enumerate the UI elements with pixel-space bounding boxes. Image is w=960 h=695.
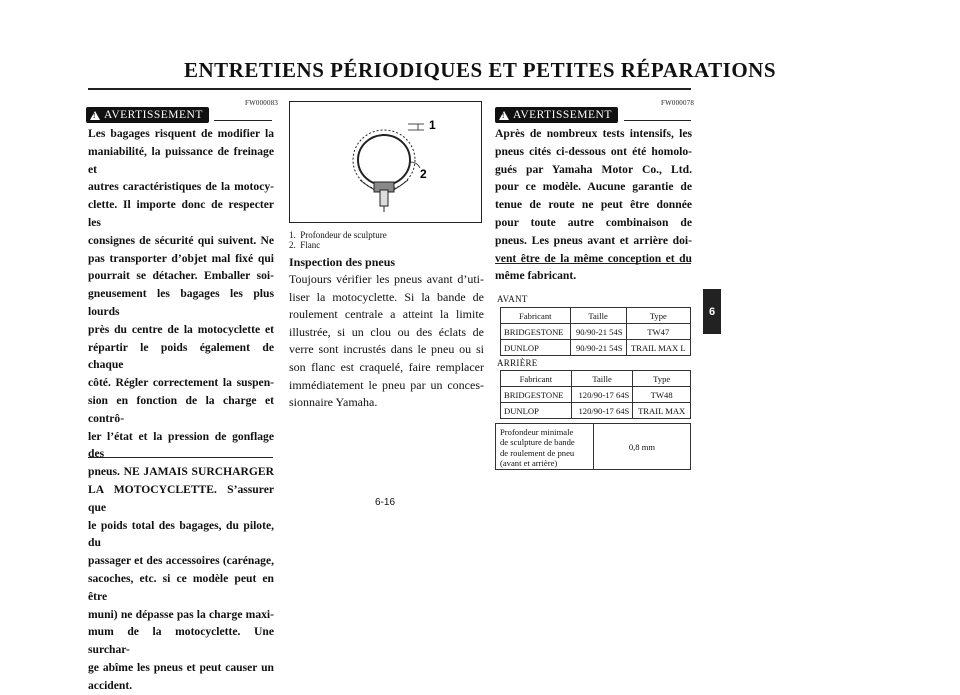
left-warning-line: pneus. NE JAMAIS SURCHARGER — [88, 465, 274, 479]
figure-caption-1: 1. Profondeur de sculpture — [289, 230, 387, 240]
left-warning-line: consignes de sécurité qui suivent. Ne — [88, 233, 274, 247]
table-row: BRIDGESTONE 90/90-21 54S TW47 — [500, 323, 692, 340]
left-warning-line: près du centre de la motocyclette et — [88, 322, 274, 336]
table-cell: 120/90-17 64S — [570, 386, 634, 403]
left-warning-badge: AVERTISSEMENT — [86, 107, 209, 123]
tread-depth-line: (avant et arrière) — [500, 458, 558, 469]
table-cell: BRIDGESTONE — [500, 386, 572, 403]
right-warning-top-rule — [624, 120, 691, 121]
table-cell: BRIDGESTONE — [500, 323, 571, 340]
left-warning-line: Les bagages risquent de modifier la — [88, 127, 274, 140]
right-warning-text: Après de nombreux tests intensifs, les pn… — [495, 125, 692, 285]
figure-caption-2: 2. Flanc — [289, 240, 321, 250]
front-table-label: AVANT — [497, 294, 528, 304]
table-row: BRIDGESTONE 120/90-17 64S TW48 — [500, 386, 691, 403]
table-header: Fabricant — [500, 370, 572, 387]
table-header: Taille — [569, 307, 627, 324]
page-title: ENTRETIENS PÉRIODIQUES ET PETITES RÉPARA… — [184, 58, 776, 82]
table-cell: 90/90-21 54S — [569, 339, 627, 356]
table-header: Fabricant — [500, 307, 571, 324]
table-row: DUNLOP 120/90-17 64S TRAIL MAX — [500, 402, 691, 419]
inspection-line: illustrée, si un clou ou des éclats de — [289, 324, 484, 339]
table-cell: 120/90-17 64S — [570, 402, 634, 419]
table-cell: DUNLOP — [500, 402, 572, 419]
table-header: Taille — [570, 370, 634, 387]
left-warning-line: LA MOTOCYCLETTE. S’assurer que — [88, 482, 274, 514]
right-warning-code: FW000078 — [661, 99, 695, 107]
left-warning-line: ge abîme les pneus et peut causer un — [88, 660, 274, 674]
table-cell: TW47 — [625, 323, 692, 340]
right-warning-line: pour toute autre combinaison de — [495, 215, 692, 229]
right-warning-line: tenue de route ne peut être donnée — [495, 198, 692, 212]
tread-depth-value: 0,8 mm — [628, 441, 656, 452]
right-warning-line: vent être de la même conception et du — [495, 251, 692, 265]
left-warning-line: sion en fonction de la charge et contrô- — [88, 393, 274, 425]
inspection-line: liser la motocyclette. Si la bande de — [289, 289, 484, 304]
table-cell: TW48 — [632, 386, 691, 403]
left-warning-line: muni) ne dépasse pas la charge maxi- — [88, 607, 274, 621]
title-rule — [88, 88, 691, 90]
left-warning-line: passager et des accessoires (carénage, — [88, 554, 274, 568]
table-cell: TRAIL MAX L — [625, 339, 692, 356]
right-warning-line: même fabricant. — [495, 269, 577, 283]
warning-triangle-icon — [499, 110, 509, 120]
tread-depth-label: Profondeur minimale de sculpture de band… — [496, 424, 594, 469]
left-warning-line: gneusement les bagages les plus lourds — [88, 287, 274, 318]
tire-figure: 1 2 — [289, 101, 482, 223]
left-warning-line: côté. Régler correctement la suspen- — [88, 376, 274, 390]
table-header-row: Fabricant Taille Type — [500, 307, 692, 324]
table-row: DUNLOP 90/90-21 54S TRAIL MAX L — [500, 339, 692, 356]
tread-depth-line: de roulement de pneu — [500, 447, 575, 458]
rear-tire-table: Fabricant Taille Type BRIDGESTONE 120/90… — [500, 370, 691, 419]
left-warning-top-rule — [214, 120, 272, 121]
callout-1: 1 — [429, 118, 436, 132]
left-warning-line: clette. Il importe donc de respecter les — [88, 198, 274, 229]
right-warning-bottom-rule — [495, 263, 691, 264]
left-warning-text: Les bagages risquent de modifier la mania… — [88, 125, 274, 695]
left-warning-line: accident. — [88, 678, 133, 692]
table-cell: DUNLOP — [500, 339, 571, 356]
inspection-heading: Inspection des pneus — [289, 255, 396, 269]
right-warning-badge: AVERTISSEMENT — [495, 107, 618, 123]
inspection-line: sionnaire Yamaha. — [289, 395, 378, 410]
inspection-line: immédiatement le pneu par un conces- — [289, 377, 484, 392]
table-header: Type — [625, 307, 692, 324]
right-warning-line: pneus. Les pneus avant et arrière doi- — [495, 233, 692, 247]
right-warning-line: pour ce modèle. Aucune garantie de — [495, 180, 692, 194]
chapter-tab: 6 — [703, 289, 721, 334]
inspection-line: verre sont incrustés dans le pneu ou si — [289, 342, 484, 357]
callout-2: 2 — [420, 167, 427, 181]
tread-depth-line: Profondeur minimale — [500, 427, 574, 437]
tire-cross-section-illustration: 1 2 — [352, 118, 436, 212]
inspection-line: roulement centrale a atteint la limite — [289, 307, 484, 322]
left-warning-line: sacoches, etc. si ce modèle peut en être — [88, 571, 274, 603]
left-warning-bottom-rule — [88, 457, 273, 458]
table-cell: TRAIL MAX — [632, 402, 691, 419]
front-tire-table: Fabricant Taille Type BRIDGESTONE 90/90-… — [500, 307, 692, 356]
table-header-row: Fabricant Taille Type — [500, 370, 691, 387]
table-header: Type — [632, 370, 691, 387]
left-warning-line: pourrait se détacher. Emballer soi- — [88, 269, 274, 283]
right-warning-line: pneus cités ci-dessous ont été homolo- — [495, 144, 692, 158]
left-warning-line: le poids total des bagages, du pilote, d… — [88, 518, 274, 550]
tread-depth-line: de sculpture de bande — [500, 437, 575, 448]
left-warning-line: maniabilité, la puissance de freinage et — [88, 144, 274, 176]
inspection-line: Toujours vérifier les pneus avant d’uti- — [289, 272, 484, 286]
left-warning-line: répartir le poids également de chaque — [88, 340, 274, 372]
left-warning-badge-label: AVERTISSEMENT — [104, 109, 203, 121]
left-warning-line: pas transporter d’objet mal fixé qui — [88, 251, 274, 265]
right-warning-line: gués par Yamaha Motor Co., Ltd. — [495, 162, 692, 176]
page-number: 6-16 — [374, 497, 395, 508]
table-cell: 90/90-21 54S — [569, 323, 627, 340]
tread-depth-box: Profondeur minimale de sculpture de band… — [495, 423, 691, 470]
rear-table-label: ARRIÈRE — [497, 358, 538, 368]
right-warning-line: Après de nombreux tests intensifs, les — [495, 127, 692, 140]
inspection-line: son flanc est craquelé, faire remplacer — [289, 359, 484, 374]
warning-triangle-icon — [90, 110, 100, 120]
left-warning-line: autres caractéristiques de la motocy- — [88, 180, 274, 194]
right-warning-badge-label: AVERTISSEMENT — [513, 109, 612, 121]
left-warning-line: mum de la motocyclette. Une surchar- — [88, 625, 274, 657]
left-warning-code: FW000083 — [245, 99, 279, 107]
inspection-text: Toujours vérifier les pneus avant d’uti-… — [289, 271, 484, 412]
